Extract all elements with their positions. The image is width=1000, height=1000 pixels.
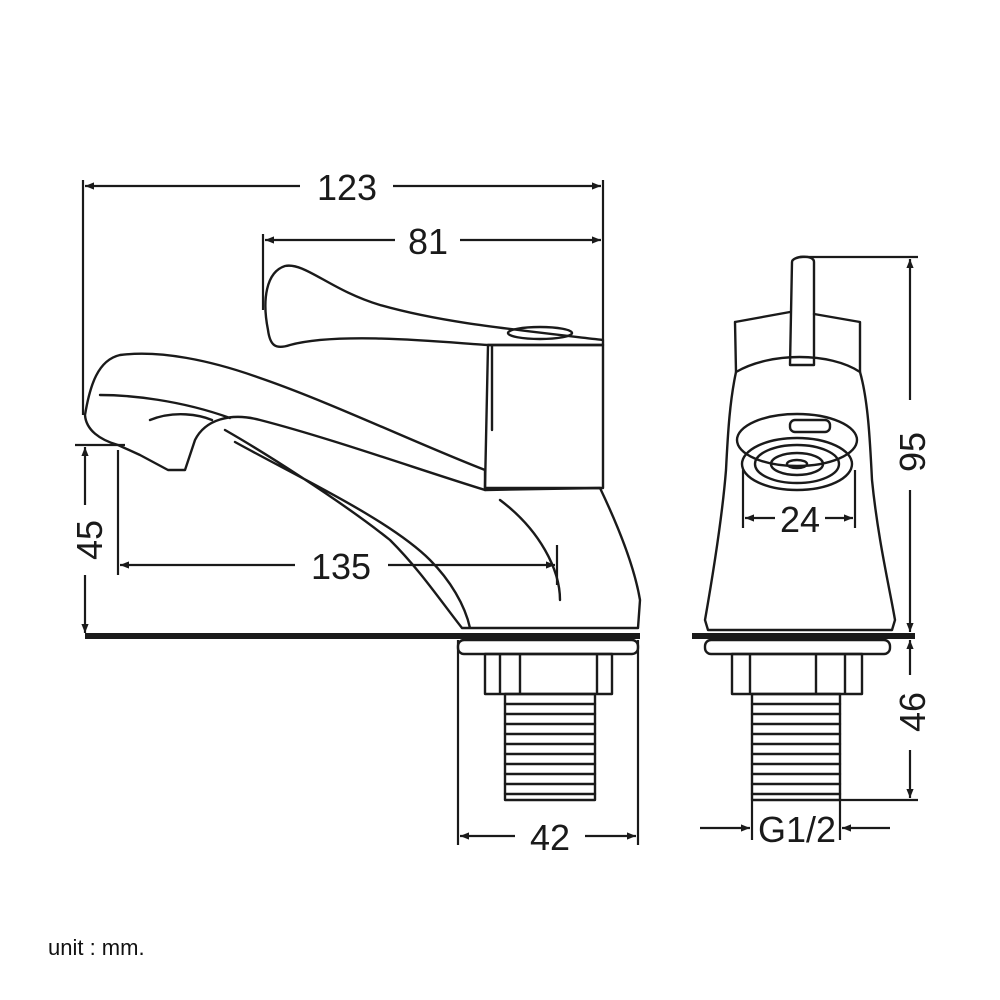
front-spout <box>83 352 487 492</box>
side-nut <box>730 652 864 696</box>
front-lower-body <box>223 428 642 630</box>
dim-24-label: 24 <box>780 499 820 540</box>
dim-45: 45 <box>69 443 125 633</box>
dim-46: 46 <box>840 640 933 802</box>
dim-42: 42 <box>456 640 640 858</box>
dim-95: 95 <box>800 255 933 632</box>
side-aerator-center <box>785 458 809 470</box>
side-aerator-outer <box>740 436 854 492</box>
front-cap <box>506 325 574 341</box>
dim-123-label: 123 <box>317 167 377 208</box>
side-thread-lines <box>750 702 842 796</box>
dim-45-label: 45 <box>69 520 110 560</box>
side-thread <box>750 692 842 802</box>
side-body <box>703 355 897 632</box>
dim-81: 81 <box>261 221 601 310</box>
front-view <box>83 264 642 802</box>
dim-24: 24 <box>741 470 857 540</box>
side-view <box>703 255 897 802</box>
front-flange <box>456 638 640 656</box>
side-aerator-tab <box>788 418 832 434</box>
side-aerator-ring <box>753 443 841 485</box>
dim-81-label: 81 <box>408 221 448 262</box>
side-aerator-housing <box>735 412 859 468</box>
dim-123: 123 <box>81 167 605 415</box>
unit-label: unit : mm. <box>48 935 145 960</box>
front-handle <box>264 264 605 349</box>
dim-g12-label: G1/2 <box>758 809 836 850</box>
dim-135-label: 135 <box>311 546 371 587</box>
side-aerator-inner <box>769 451 825 477</box>
side-cap <box>733 310 862 374</box>
front-body-block <box>483 343 605 490</box>
dim-g12: G1/2 <box>700 800 890 850</box>
front-thread <box>503 692 597 802</box>
side-handle <box>788 255 816 367</box>
dim-46-label: 46 <box>892 692 933 732</box>
dim-135: 135 <box>116 450 559 587</box>
dim-42-label: 42 <box>530 817 570 858</box>
front-nut <box>483 652 614 696</box>
side-flange <box>703 638 892 656</box>
dim-95-label: 95 <box>892 432 933 472</box>
front-thread-lines <box>503 702 597 796</box>
